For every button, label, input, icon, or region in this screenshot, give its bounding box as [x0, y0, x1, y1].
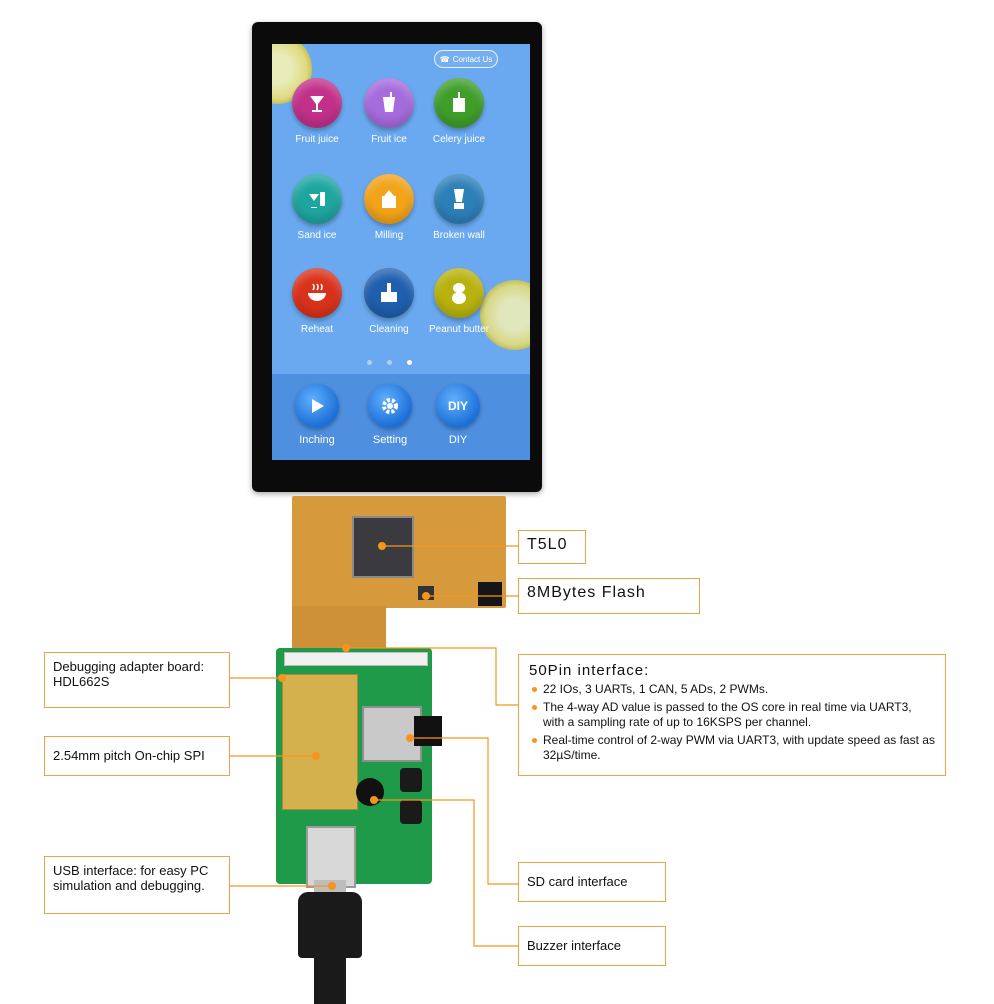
interface-feature: Real-time control of 2-way PWM via UART3… — [532, 733, 935, 762]
contact-us-label: Contact Us — [452, 54, 493, 64]
setting-label: Setting — [372, 434, 408, 446]
spi-pin-header — [282, 674, 358, 810]
interface-title: 50Pin interface: — [529, 662, 650, 679]
touch-screen: ☎ Contact Us Fruit juice Fruit ice Celer… — [272, 44, 530, 460]
app-fruit-juice[interactable]: Fruit juice — [277, 78, 357, 145]
50pin-interface-box: 50Pin interface: 22 IOs, 3 UARTs, 1 CAN,… — [518, 654, 946, 776]
app-label: Cleaning — [369, 324, 409, 335]
bottom-bar: Inching Setting DIY DIY — [272, 374, 530, 460]
app-label: Broken wall — [433, 230, 485, 241]
peanut-icon — [434, 268, 484, 318]
app-label: Peanut butter — [428, 324, 490, 335]
app-label: Sand ice — [297, 230, 337, 241]
usb-interface-label: USB interface: for easy PC simulation an… — [44, 856, 230, 914]
headset-icon: ☎ — [439, 54, 450, 64]
buzzer — [356, 778, 384, 806]
app-milling[interactable]: Milling — [349, 174, 429, 241]
usb-cable — [314, 954, 346, 1004]
capacitor — [400, 800, 422, 824]
usb-cable-head — [298, 892, 362, 958]
interface-feature: The 4-way AD value is passed to the OS c… — [532, 700, 935, 730]
blender-icon — [434, 174, 484, 224]
page-dot[interactable] — [387, 360, 392, 365]
interface-feature: 22 IOs, 3 UARTs, 1 CAN, 5 ADs, 2 PWMs. — [532, 682, 935, 697]
smoothie-cup-icon — [364, 78, 414, 128]
app-reheat[interactable]: Reheat — [277, 268, 357, 335]
fpc-ribbon-cable — [292, 606, 386, 650]
gear-icon — [368, 384, 412, 428]
page-dot[interactable] — [367, 360, 372, 365]
adapter-board-label: Debugging adapter board: HDL662S — [44, 652, 230, 708]
fpc-connector — [478, 582, 502, 606]
diy-label: DIY — [448, 434, 468, 446]
ice-drink-icon — [292, 174, 342, 224]
grinder-icon — [364, 174, 414, 224]
t5l0-chip — [352, 516, 414, 578]
app-celery-juice[interactable]: Celery juice — [419, 78, 499, 145]
app-sand-ice[interactable]: Sand ice — [277, 174, 357, 241]
juice-glass-icon — [434, 78, 484, 128]
lemon-slice-decoration — [480, 280, 530, 350]
app-cleaning[interactable]: Cleaning — [349, 268, 429, 335]
50pin-connector — [284, 652, 428, 666]
flash-label: 8MBytes Flash — [518, 578, 700, 614]
diy-icon: DIY — [436, 384, 480, 428]
setting-button[interactable]: Setting — [350, 384, 430, 446]
app-label: Fruit ice — [371, 134, 407, 145]
buzzer-interface-label: Buzzer interface — [518, 926, 666, 966]
app-label: Reheat — [300, 324, 334, 335]
play-icon — [295, 384, 339, 428]
contact-us-button[interactable]: ☎ Contact Us — [434, 50, 498, 68]
page-dot-active[interactable] — [407, 360, 412, 365]
app-label: Fruit juice — [295, 134, 339, 145]
app-fruit-ice[interactable]: Fruit ice — [349, 78, 429, 145]
t5l0-label: T5L0 — [518, 530, 586, 564]
app-broken-wall[interactable]: Broken wall — [419, 174, 499, 241]
app-label: Milling — [374, 230, 404, 241]
app-peanut-butter[interactable]: Peanut butter — [419, 268, 499, 335]
steaming-bowl-icon — [292, 268, 342, 318]
sd-card-interface-label: SD card interface — [518, 862, 666, 902]
interface-feature-list: 22 IOs, 3 UARTs, 1 CAN, 5 ADs, 2 PWMs. T… — [529, 682, 935, 763]
sd-card — [414, 716, 442, 746]
capacitor — [400, 768, 422, 792]
inching-label: Inching — [299, 434, 335, 446]
brush-icon — [364, 268, 414, 318]
app-label: Celery juice — [432, 134, 486, 145]
diy-button[interactable]: DIY DIY — [418, 384, 498, 446]
inching-button[interactable]: Inching — [277, 384, 357, 446]
spi-label: 2.54mm pitch On-chip SPI — [44, 736, 230, 776]
cocktail-glass-icon — [292, 78, 342, 128]
